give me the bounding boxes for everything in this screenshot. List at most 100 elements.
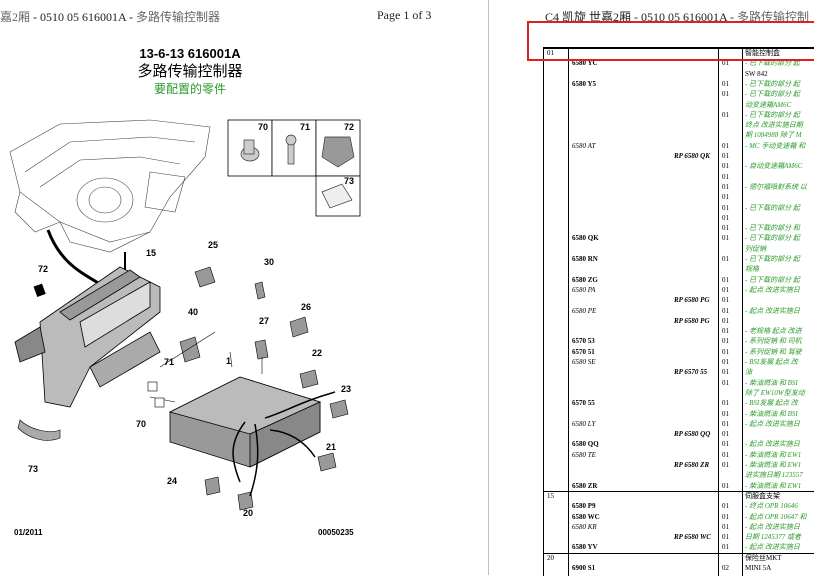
table-cell-description: - 系列促销 和 驾驶: [745, 347, 802, 356]
table-cell-description: 智能控制盒: [745, 49, 780, 57]
table-cell-description: - 德尔福喷射系统 以: [745, 182, 807, 191]
table-cell-quantity: 01: [722, 533, 729, 542]
detail-boxes: [227, 119, 361, 217]
table-cell-replacement: RP 6580 PG: [674, 316, 710, 325]
table-cell-group: 20: [547, 553, 554, 562]
table-cell-description: MINI 5A: [745, 564, 772, 572]
table-group-divider: [544, 490, 814, 492]
table-cell-quantity: 01: [722, 162, 729, 171]
table-cell-part-code: 6570 53: [572, 337, 595, 346]
table-cell-quantity: 01: [722, 203, 729, 212]
table-cell-description: - 已下载的部分 起: [745, 234, 800, 243]
table-cell-replacement: RP 6580 WC: [674, 533, 711, 542]
table-cell-description: 伺服盒支架: [745, 491, 780, 500]
table-cell-quantity: 01: [722, 430, 729, 439]
table-cell-part-code: 6580 RN: [572, 255, 598, 263]
table-cell-quantity: 01: [722, 481, 729, 490]
table-cell-description: - 系列促销 和 司机: [745, 337, 802, 346]
table-cell-description: - 已下载的部分 起: [745, 59, 800, 68]
table-cell-quantity: 01: [722, 213, 729, 222]
page-separator: [488, 0, 489, 575]
highlight-box: [527, 21, 814, 61]
callout-70b: 70: [136, 419, 146, 429]
table-cell-quantity: 01: [722, 193, 729, 202]
table-cell-quantity: 01: [722, 409, 729, 418]
callout-24: 24: [167, 476, 177, 486]
callout-22: 22: [312, 348, 322, 358]
table-cell-description: - 已下载的部分 起: [745, 79, 800, 88]
table-cell-quantity: 01: [722, 399, 729, 408]
footer-code: 00050235: [318, 528, 354, 537]
page-indicator: Page 1 of 3: [377, 8, 432, 22]
table-cell-description: 列促销: [745, 244, 766, 253]
table-cell-quantity: 01: [722, 255, 729, 263]
table-cell-quantity: 01: [722, 141, 729, 150]
table-cell-description: - 起点 改进实施日: [745, 522, 800, 531]
table-cell-description: - 已下载的部分 起: [745, 110, 800, 119]
table-cell-quantity: 01: [722, 182, 729, 191]
callout-1: 1: [226, 356, 231, 366]
callout-27: 27: [259, 316, 269, 326]
table-cell-quantity: 01: [722, 358, 729, 366]
table-cell-quantity: 01: [722, 461, 729, 469]
table-cell-part-code: 6580 YV: [572, 543, 598, 552]
table-cell-description: - 已下载的部分 起: [745, 203, 800, 212]
table-cell-description: - 柴油燃油 和 EW1: [745, 481, 802, 490]
table-cell-replacement: RP 6580 PG: [674, 296, 710, 305]
callout-labels: 70 71 72 73 15 25 30 72 40 26 27 22 71 1…: [28, 122, 354, 518]
table-cell-quantity: 01: [722, 512, 729, 521]
table-cell-part-code: 6580 PA: [572, 285, 596, 294]
table-group-divider: [544, 552, 814, 554]
table-cell-quantity: 01: [722, 306, 729, 315]
table-cell-quantity: 01: [722, 450, 729, 459]
callout-72b: 72: [38, 264, 48, 274]
table-cell-description: - 老规格 起点 改进: [745, 327, 802, 336]
table-cell-description: - 已下载的部分 起: [745, 255, 800, 263]
table-cell-description: 进实施日期 123557: [745, 471, 803, 480]
table-cell-quantity: 01: [722, 285, 729, 294]
table-cell-description: - 已下载的部分 和: [745, 224, 800, 233]
table-cell-quantity: 01: [722, 543, 729, 552]
table-cell-quantity: 01: [722, 522, 729, 531]
table-cell-replacement: RP 6580 QK: [674, 152, 710, 160]
table-cell-description: - MC 手动变速箱 和: [745, 141, 806, 150]
table-cell-description: - 自动变速箱AM6C: [745, 162, 803, 171]
table-cell-description: 规格: [745, 265, 759, 274]
callout-70: 70: [258, 122, 268, 132]
table-cell-quantity: 01: [722, 110, 729, 119]
callout-25: 25: [208, 240, 218, 250]
header-right-title: C4 凯旋 世嘉2厢 - 0510 05 616001A - 多路传输控制: [545, 10, 810, 24]
page-title: 多路传输控制器: [137, 62, 243, 80]
callout-72: 72: [344, 122, 354, 132]
servo-box-bracket: [14, 266, 161, 408]
callout-40: 40: [188, 307, 198, 317]
table-cell-description: - BSI发展 起点 改: [745, 358, 798, 366]
leader-arrow: [46, 229, 101, 286]
table-cell-quantity: 02: [722, 564, 729, 572]
table-cell-quantity: 01: [722, 378, 729, 387]
table-cell-description: - 柴油燃油 和 BSI: [745, 409, 798, 418]
callout-73b: 73: [28, 464, 38, 474]
reference-code: 13-6-13 616001A: [139, 46, 241, 61]
table-cell-quantity: 01: [722, 419, 729, 428]
table-cell-part-code: 6580 WC: [572, 512, 600, 521]
table-cell-description: - BSI发展 起点 改: [745, 399, 798, 408]
table-cell-quantity: 01: [722, 440, 729, 449]
table-cell-quantity: 01: [722, 296, 729, 305]
callout-21: 21: [326, 442, 336, 452]
table-cell-description: 终点 改进实施日期: [745, 121, 803, 130]
table-cell-description: 期 1084988 除了 M: [745, 131, 802, 140]
table-group-divider: [544, 48, 814, 49]
table-cell-replacement: RP 6570 55: [674, 368, 708, 377]
table-cell-quantity: 01: [722, 79, 729, 88]
table-cell-quantity: 01: [722, 502, 729, 511]
table-cell-description: - 终点 OPR 10646: [745, 502, 798, 511]
table-cell-group: 01: [547, 49, 554, 57]
table-cell-quantity: 01: [722, 316, 729, 325]
table-cell-part-code: 6580 YC: [572, 59, 598, 68]
table-cell-quantity: 01: [722, 347, 729, 356]
table-cell-quantity: 01: [722, 224, 729, 233]
table-cell-part-code: 6580 AT: [572, 141, 596, 150]
table-cell-description: - 起点 改进实施日: [745, 543, 800, 552]
table-cell-part-code: 6580 ZG: [572, 275, 598, 284]
